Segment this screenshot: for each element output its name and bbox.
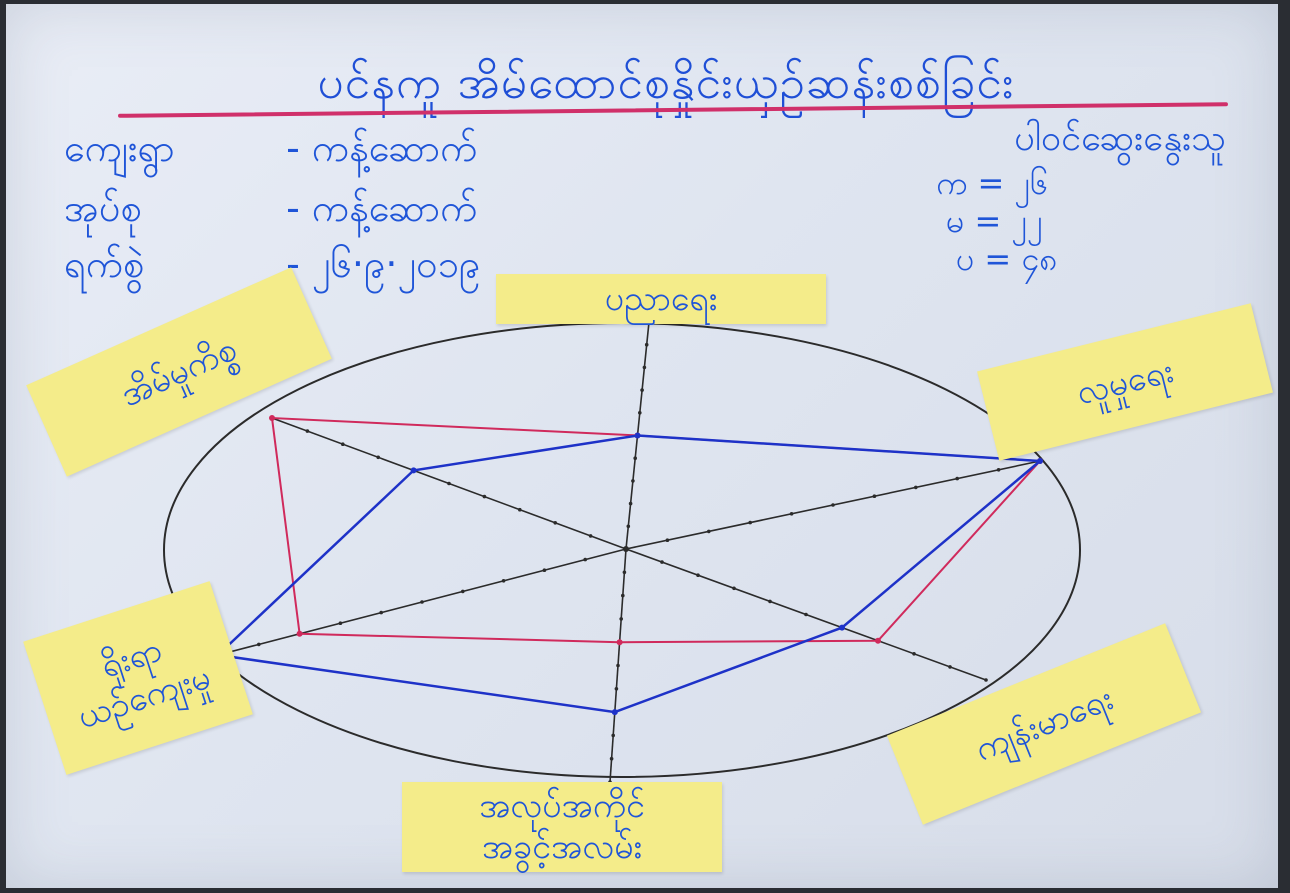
- poster-sheet: ပင်နကူ အိမ်ထောင်စုနှိုင်းယှဉ်ဆန်းစစ်ခြင်…: [6, 4, 1278, 888]
- axis-tick: [831, 503, 835, 507]
- date-line: ရက်စွဲ - ၂၆·၉·၂၀၁၉: [64, 240, 480, 296]
- date-label: ရက်စွဲ: [64, 242, 145, 286]
- axis-tick: [955, 476, 959, 481]
- legend-value-total: = ၄၈: [984, 240, 1058, 278]
- legend-key-total: ပ: [956, 240, 975, 278]
- card-social-label: လူမှုရေး: [1072, 350, 1178, 413]
- ticks-layer: [215, 320, 1043, 784]
- axis-tick: [984, 678, 988, 682]
- axis-tick: [748, 520, 752, 525]
- date-value: - ၂၆·၉·၂၀၁၉: [286, 242, 481, 286]
- village-label: ကျေးရွာ: [64, 126, 175, 170]
- card-household-label: အိမ်မှုကိစ္စ: [114, 328, 243, 415]
- axis-tick: [376, 455, 381, 460]
- group-line: အုပ်စု - ကန့်ဆောက်: [64, 184, 477, 240]
- axis-tick: [616, 663, 620, 668]
- axis-tick: [420, 600, 424, 604]
- legend-row-total: ပ = ၄၈: [956, 238, 1058, 286]
- axis-tick: [789, 512, 794, 516]
- axis-tick: [588, 534, 593, 538]
- axis-tick: [341, 442, 345, 447]
- axis-tick: [912, 652, 916, 656]
- legend-value-male: = ၂၆: [977, 164, 1049, 202]
- card-culture-label: ရိုးရာယဉ်ကျေးမှု: [72, 629, 216, 738]
- axis-tick: [257, 642, 261, 647]
- card-education: ပညာရေး: [496, 274, 826, 324]
- axis-tick: [804, 612, 808, 617]
- axis-tick: [707, 529, 711, 534]
- axis-tick: [638, 411, 642, 415]
- axis-tick: [611, 733, 615, 738]
- axis-tick: [631, 479, 635, 483]
- poster-title: ပင်နကူ အိမ်ထောင်စုနှိုင်းယှဉ်ဆန်းစစ်ခြင်…: [317, 55, 1015, 109]
- axis-tick: [732, 586, 736, 591]
- group-label: အုပ်စု: [64, 186, 142, 230]
- card-livelihood: အလုပ်အကိုင် အခွင့်အလမ်း: [402, 782, 722, 872]
- legend-value-female: = ၂၂: [974, 202, 1043, 240]
- legend-row-female: မ = ၂၂: [946, 200, 1043, 248]
- red-line-polygon: [270, 416, 1043, 644]
- card-livelihood-label: အလုပ်အကိုင် အခွင့်အလမ်း: [479, 786, 645, 867]
- axis-tick: [609, 756, 614, 761]
- axis-tick: [621, 593, 625, 598]
- axis-tick: [379, 610, 384, 615]
- radar-diagram: [163, 320, 1081, 784]
- village-value: - ကန့်ဆောက်: [286, 126, 478, 170]
- blue-line-polygon: [215, 434, 1044, 714]
- axis-tick: [768, 599, 772, 604]
- axis-tick: [622, 570, 627, 575]
- axis-tick: [872, 494, 877, 499]
- legend-title: ပါဝင်ဆွေးနွေးသူ: [1014, 118, 1226, 159]
- axis-tick: [583, 557, 587, 562]
- axis-tick: [482, 494, 487, 499]
- axis-tick: [501, 579, 506, 583]
- group-value: - ကန့်ဆောက်: [286, 186, 478, 230]
- axis-tick: [338, 621, 343, 625]
- axis-tick: [305, 429, 310, 433]
- axis-tick: [518, 507, 522, 512]
- axis-tick: [996, 468, 1001, 472]
- axis-tick: [553, 521, 557, 525]
- legend-key-female: မ: [946, 202, 965, 240]
- axis-tick: [660, 560, 664, 564]
- axes-layer: [217, 321, 1041, 783]
- axis-tick: [644, 342, 649, 347]
- axis-tick: [447, 481, 451, 486]
- axis-tick: [542, 568, 547, 572]
- legend-row-male: က = ၂၆: [936, 162, 1048, 210]
- axis-tick: [628, 501, 633, 506]
- axis-tick: [633, 456, 637, 461]
- axis-tick: [640, 388, 644, 392]
- axis-tick: [626, 524, 631, 529]
- axis-tick: [696, 573, 700, 577]
- card-education-label: ပညာရေး: [604, 278, 718, 319]
- axis-tick: [614, 687, 619, 691]
- axis-tick: [461, 589, 465, 594]
- axis-tick: [642, 365, 647, 370]
- axis-tick: [948, 665, 952, 669]
- legend-key-male: က: [936, 164, 968, 202]
- axis-tick: [914, 485, 918, 490]
- village-line: ကျေးရွာ - ကန့်ဆောက်: [64, 124, 477, 180]
- center-point: [623, 546, 629, 552]
- axis-tick: [619, 617, 623, 621]
- axis-tick: [665, 538, 670, 542]
